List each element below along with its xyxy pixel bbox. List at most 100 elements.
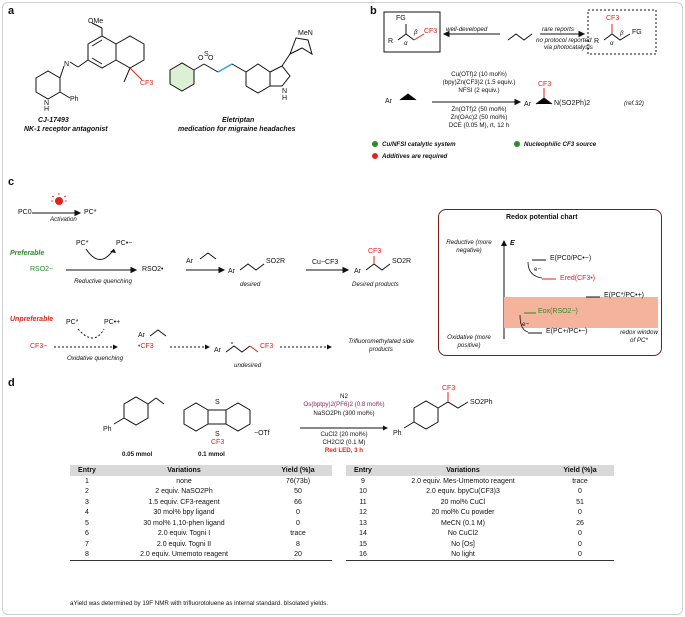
cell-variation: MeCN (0.1 M): [441, 519, 485, 527]
cell-entry: 13: [359, 519, 367, 527]
redox-e-pc-star: E(PC*/PC•+): [604, 292, 644, 299]
cell-entry: 15: [359, 540, 367, 548]
d-s-top: S: [215, 399, 220, 406]
th-yield: Yield (%)a: [264, 465, 332, 476]
cell-yield: 76(73b): [285, 477, 311, 485]
red-dot-icon: [372, 153, 378, 160]
r-left: R: [388, 38, 394, 45]
cell-yield: 51: [576, 498, 584, 506]
d-sulfinate: NaSO2Ph (300 mol%): [313, 410, 375, 417]
cf3-label-a: CF3: [140, 80, 154, 87]
c-rso2: RSO2−: [30, 266, 54, 273]
cell-yield: 50: [294, 488, 302, 496]
redox-window: redox window of PC*: [620, 329, 658, 344]
cell-variation: No CuCl2: [447, 530, 479, 538]
c-pc-radical-anion: PC•−: [116, 240, 133, 247]
c-preferable: Preferable: [10, 250, 45, 257]
beta-left: β: [414, 29, 418, 36]
cell-entry: 5: [85, 519, 89, 527]
cell-variation: 30 mol% bpy ligand: [153, 509, 215, 517]
c-pc-star: PC*: [84, 209, 97, 216]
redox-e-ox-rso2: Eox(RSO2−): [538, 308, 578, 315]
nh-label: N: [64, 61, 70, 68]
b-product-group: N(SO2Ph)2: [554, 100, 591, 107]
th-yield: Yield (%)a: [546, 465, 614, 476]
n-label: N: [44, 100, 50, 107]
redox-e-minus-1: e−: [534, 266, 542, 273]
c-side-products: Trifluoromethylated side products: [348, 338, 414, 353]
d-ph-prod: Ph: [393, 430, 402, 437]
c-activation: Activation: [50, 216, 77, 223]
c-desired: desired: [240, 281, 261, 288]
redox-title: Redox potential chart: [506, 214, 578, 221]
redox-reductive: Reductive (more negative): [446, 239, 492, 254]
cell-variation: 1.5 equiv. CF3-reagent: [148, 498, 220, 506]
table-row: 14 No CuCl2 0: [346, 529, 614, 540]
c-cf3-radical: •CF3: [138, 343, 154, 350]
ome-label: OMe: [88, 18, 104, 25]
cell-yield: 0: [578, 530, 582, 538]
cell-entry: 8: [70, 549, 104, 561]
compound1-name: CJ-17493: [38, 117, 69, 124]
cell-variation: 2.0 equiv. Umemoto reagent: [104, 549, 264, 561]
panel-label-d: d: [8, 377, 15, 389]
panel-label-c: c: [8, 176, 15, 188]
d-ph-left: Ph: [103, 426, 112, 433]
ph-label-a: Ph: [70, 96, 79, 103]
cell-entry: 9: [361, 477, 365, 485]
cell-entry: 14: [359, 530, 367, 538]
d-styrene-amount: 0.05 mmol: [122, 451, 153, 458]
green-dot-icon: [372, 141, 378, 148]
b-legend-1: Cu/NFSI catalytic system: [372, 141, 456, 149]
cell-yield: 20: [264, 549, 332, 561]
table-row: 4 30 mol% bpy ligand 0: [70, 508, 332, 519]
th-variations: Variations: [380, 465, 546, 476]
cf3-right: CF3: [606, 15, 620, 22]
redox-e-axis: E: [510, 240, 515, 247]
cell-entry: 4: [85, 509, 89, 517]
indole-n-label: N: [282, 88, 288, 95]
green-dot-icon: [514, 141, 520, 148]
b-conditions-3: NFSI (2 equiv.): [458, 87, 500, 94]
fg-left: FG: [396, 15, 406, 22]
cell-entry: 10: [359, 488, 367, 496]
redox-oxidative: Oxidative (more positive): [447, 334, 491, 349]
c-pc-star-2: PC*: [76, 240, 89, 247]
alpha-right: α: [610, 40, 614, 47]
redox-e-minus-2: e−: [522, 321, 530, 328]
c-cf3-anion: CF3−: [30, 343, 48, 350]
c-so2r-prod: SO2R: [392, 258, 412, 265]
cell-variation: 30 mol% 1,10-phen ligand: [143, 519, 225, 527]
cell-yield: 0: [296, 509, 300, 517]
cell-variation: 20 mol% Cu powder: [431, 509, 495, 517]
via-photo-label: via photocatalysis: [544, 44, 593, 51]
b-legend-2: Nucleophilic CF3 source: [514, 141, 596, 149]
th-entry: Entry: [346, 465, 380, 476]
cell-variation: 20 mol% CuCl: [440, 498, 486, 506]
th-entry: Entry: [70, 465, 104, 476]
c-undesired: undesired: [234, 362, 262, 369]
cell-entry: 3: [85, 498, 89, 506]
b-conditions-4: Zn(OTf)2 (50 mol%): [451, 106, 507, 113]
cell-yield: trace: [290, 530, 306, 538]
d-solvent: CH2Cl2 (0.1 M): [322, 439, 366, 446]
b-conditions-2: (bpy)Zn(CF3)2 (1.5 equiv.): [442, 79, 516, 86]
d-otf: −OTf: [254, 430, 270, 437]
c-desired-products: Desired products: [352, 281, 399, 288]
c-cf3-undesired: CF3: [260, 343, 274, 350]
alpha-left: α: [404, 40, 408, 47]
b-product-cf3: CF3: [538, 81, 552, 88]
